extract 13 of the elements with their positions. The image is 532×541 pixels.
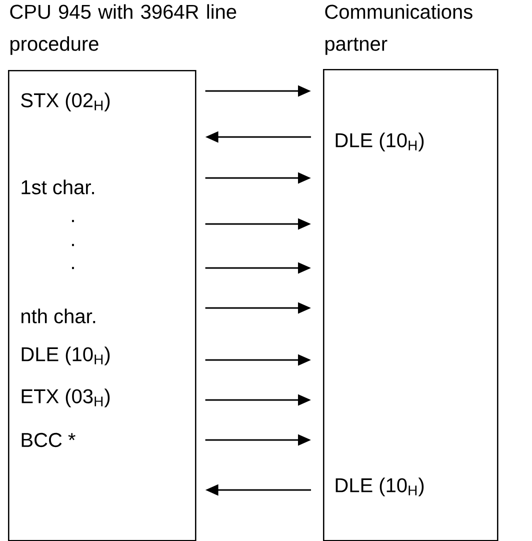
signal-label: 1st char. [22,180,94,194]
signal-label: DLE (10$_{H}$) [22,346,110,366]
signal-label: DLE (10$_{H}$) [336,132,424,152]
signal-label: . [72,244,74,246]
box-heading: Communications partner [325,4,472,55]
signal-label: . [72,220,74,222]
signal-label: nth char. [22,308,96,324]
signal-label: ETX (03$_{H}$) [22,388,110,408]
signal-label: STX (02$_{H}$) [21,92,110,112]
signal-label: . [72,266,74,270]
signal-label: BCC * [22,432,76,448]
signal-label: DLE (10$_{H}$) [336,478,424,496]
box-heading: CPU 945 with 3964R line procedure [10,4,236,55]
